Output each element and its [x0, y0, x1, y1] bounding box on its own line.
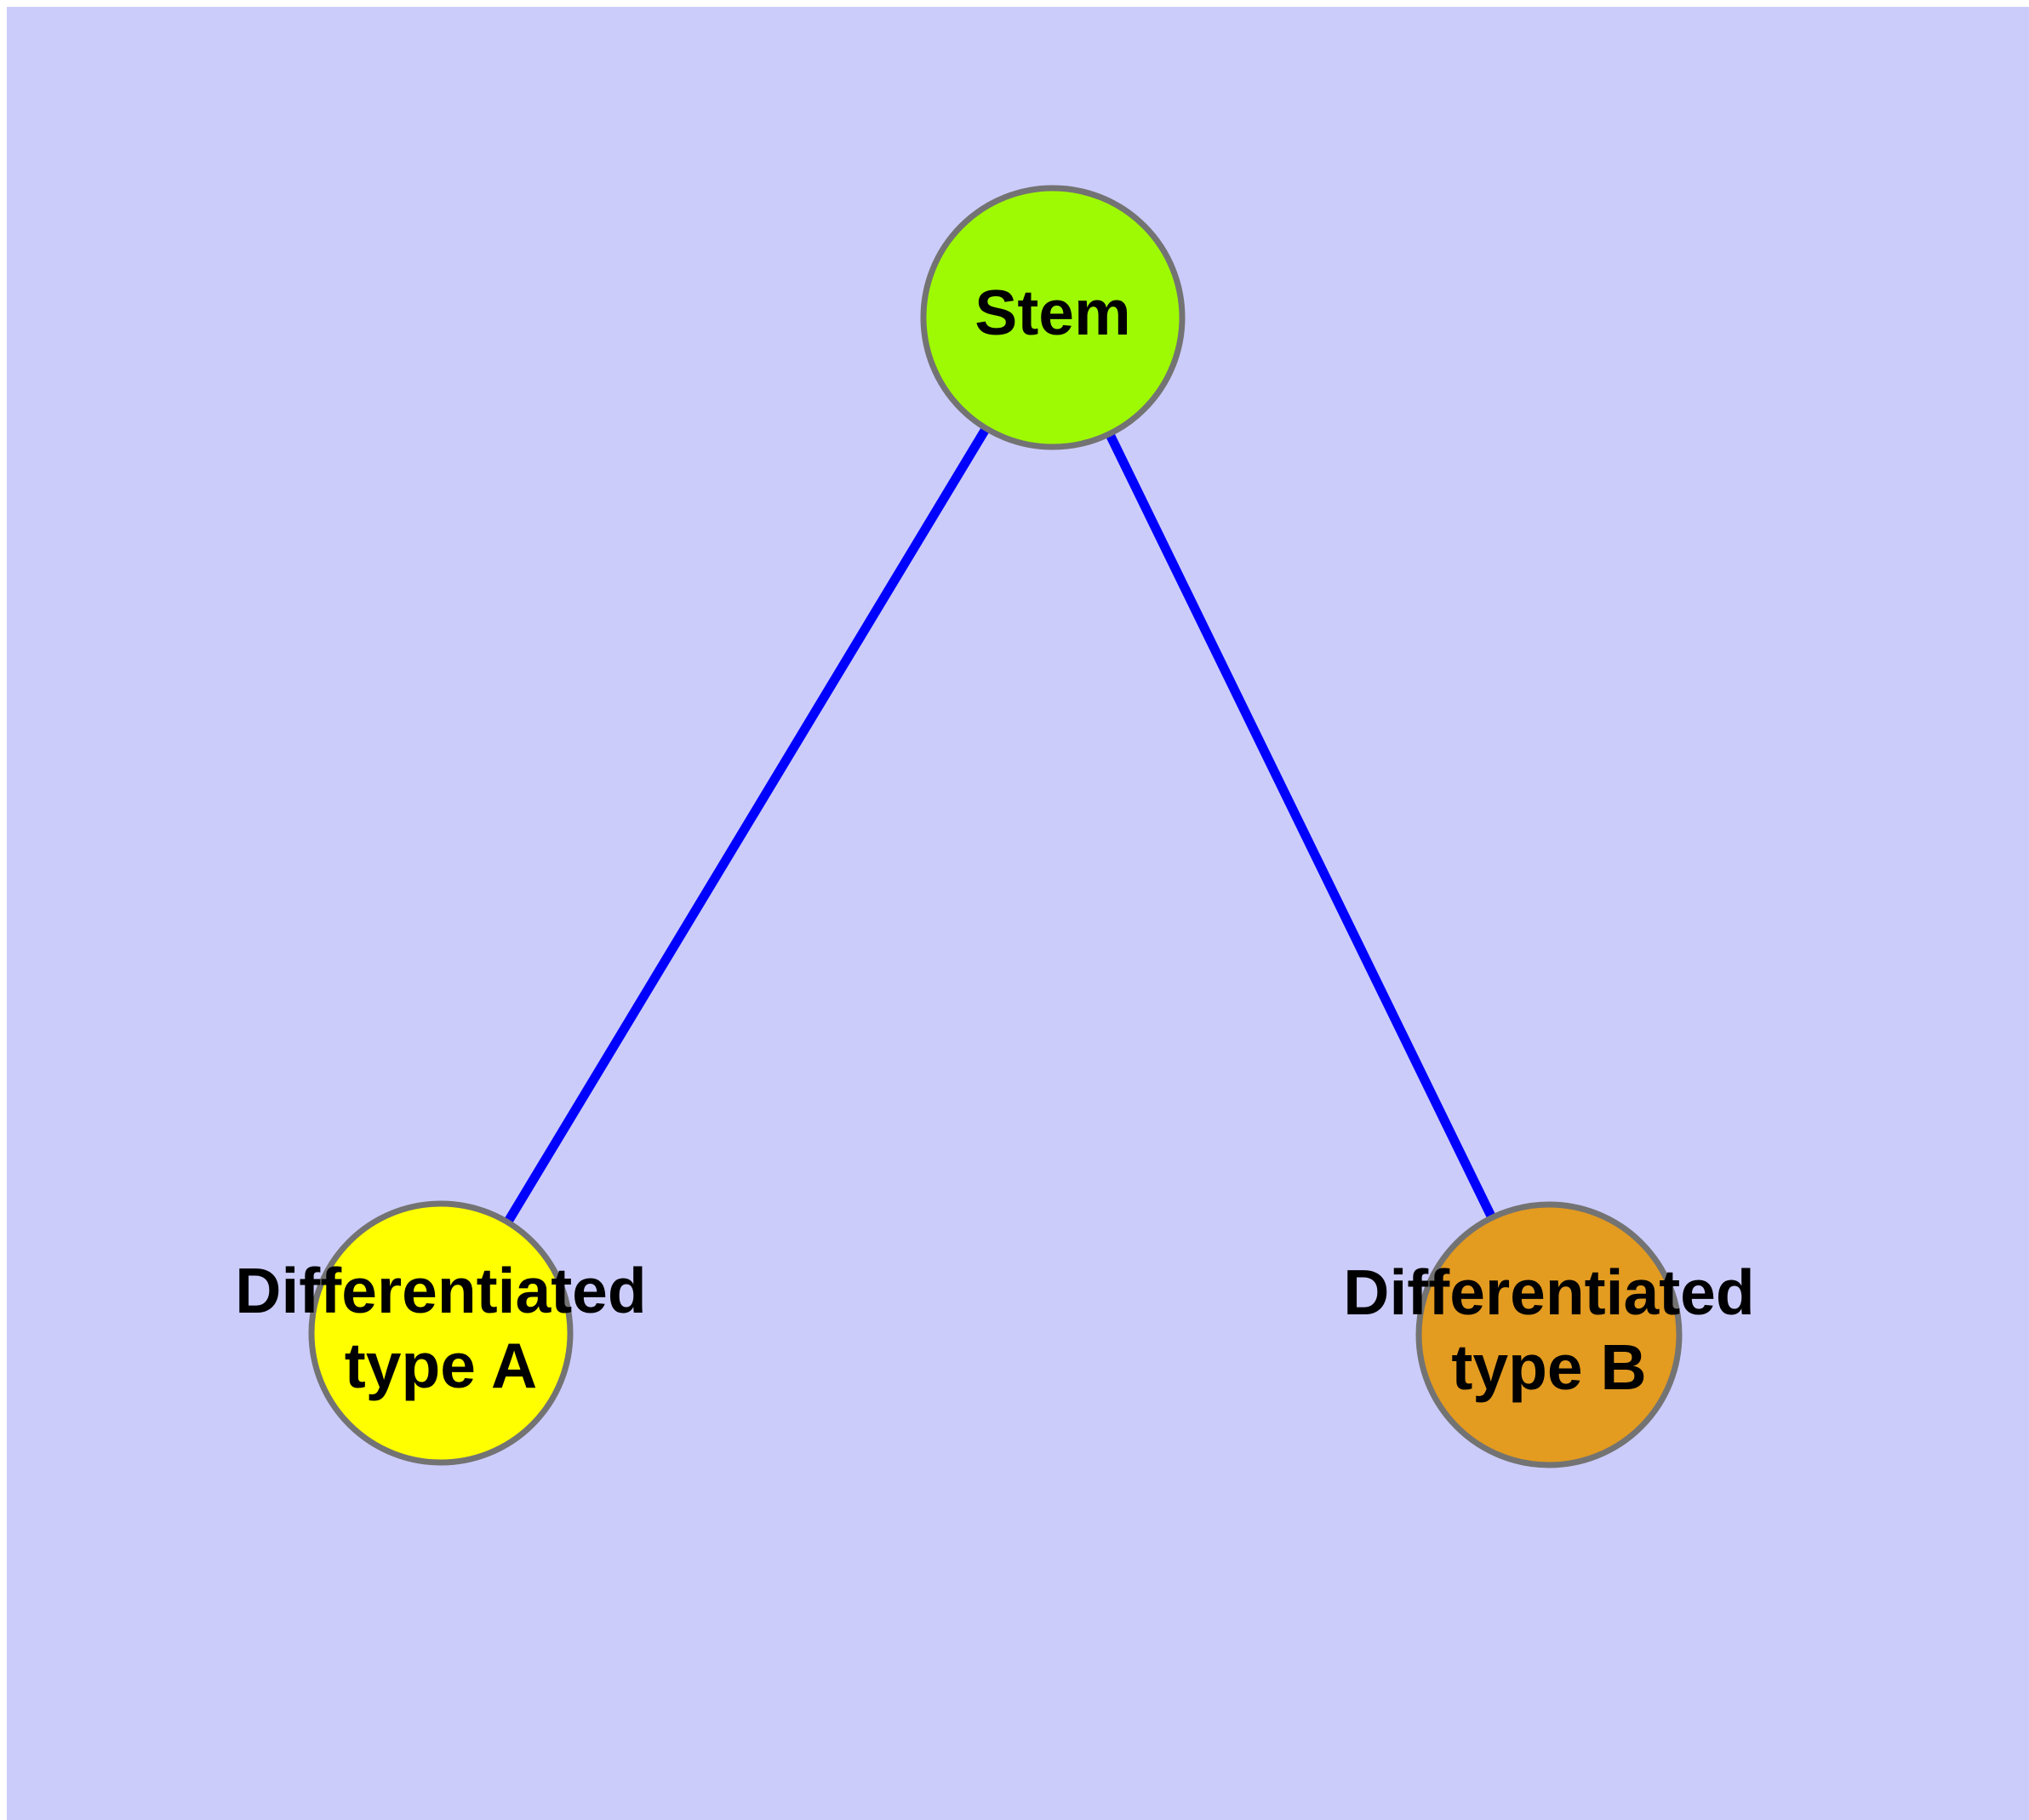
graph-node-diff-a[interactable]	[308, 1200, 574, 1466]
graph-node-label-line: Differentiated	[235, 1255, 646, 1326]
graph-node-label-line: type B	[1451, 1331, 1646, 1403]
nodes-layer	[308, 185, 1683, 1468]
graph-node-diff-b[interactable]	[1415, 1201, 1683, 1468]
graph-edge[interactable]	[1049, 315, 1553, 1337]
graph-node-label-line: Differentiated	[1343, 1256, 1754, 1328]
graph-edge[interactable]	[437, 315, 1057, 1336]
edges-layer	[437, 315, 1553, 1337]
graph-node-label-line: type A	[345, 1330, 537, 1401]
graph-node-label-line: Stem	[974, 277, 1130, 348]
graph-node-label-stem: Stem	[974, 277, 1130, 348]
graph-node-stem[interactable]	[920, 185, 1186, 450]
